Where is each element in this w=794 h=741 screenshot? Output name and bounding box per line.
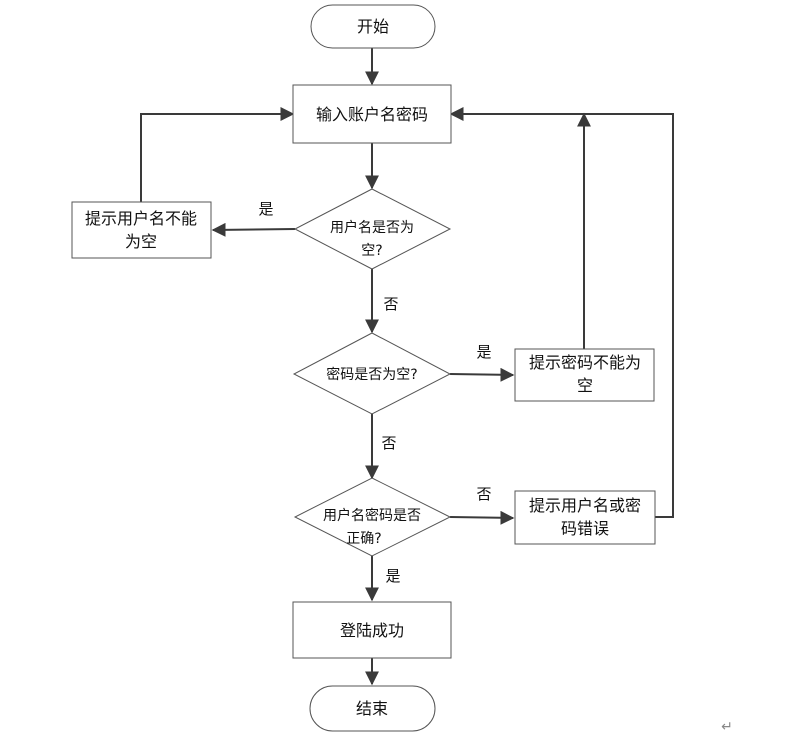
check-user-label-line2: 空? (361, 243, 382, 259)
success-process-shape (292, 601, 452, 659)
end-terminal-shape (309, 685, 436, 732)
edge-labels: 是 否 是 否 否 是 (258, 200, 491, 585)
warn-auth-label-line1: 提示用户名或密 (529, 496, 641, 515)
warn-pwd-shape (514, 348, 655, 402)
node-input: 输入账户名密码 (292, 84, 452, 144)
edge-warn-auth-back (449, 107, 674, 518)
edge-label-pwd-yes: 是 (476, 343, 491, 361)
edge-label-user-no: 否 (383, 295, 398, 313)
input-label: 输入账户名密码 (316, 105, 428, 124)
warn-user-label-line2: 为空 (125, 232, 157, 251)
check-pwd-label: 密码是否为空? (326, 366, 417, 383)
node-warn-pwd: 提示密码不能为 空 (514, 348, 655, 402)
node-warn-auth: 提示用户名或密 码错误 (514, 490, 656, 545)
edge-label-auth-no: 否 (476, 485, 491, 503)
edge-check-auth-no (449, 510, 515, 525)
check-user-diamond (293, 188, 452, 270)
edge-check-pwd-yes (449, 367, 515, 382)
warn-pwd-label-line1: 提示密码不能为 (529, 353, 641, 372)
start-label: 开始 (357, 17, 389, 36)
edge-label-pwd-no: 否 (381, 434, 396, 452)
node-start: 开始 (310, 4, 436, 49)
end-label: 结束 (356, 699, 388, 718)
node-check-pwd: 密码是否为空? (292, 332, 452, 415)
warn-user-label-line1: 提示用户名不能 (85, 209, 197, 228)
check-auth-diamond (293, 477, 452, 557)
success-label: 登陆成功 (340, 621, 404, 640)
start-terminal-shape (310, 4, 436, 49)
edge-label-user-yes: 是 (258, 200, 273, 218)
input-process-shape (292, 84, 452, 144)
warn-user-shape (71, 201, 212, 259)
paragraph-mark: ↵ (721, 719, 733, 735)
edge-label-auth-yes: 是 (385, 567, 400, 585)
node-warn-user: 提示用户名不能 为空 (71, 201, 212, 259)
check-auth-label-line2: 正确? (346, 531, 381, 547)
warn-auth-label-line2: 码错误 (561, 519, 609, 538)
edge-check-user-yes (211, 222, 296, 237)
node-check-auth: 用户名密码是否 正确? (293, 477, 452, 557)
check-user-label-line1: 用户名是否为 (330, 219, 414, 236)
node-end: 结束 (309, 685, 436, 732)
warn-auth-shape (514, 490, 656, 545)
edges (140, 48, 674, 686)
check-auth-label-line1: 用户名密码是否 (323, 507, 421, 524)
node-success: 登陆成功 (292, 601, 452, 659)
warn-pwd-label-line2: 空 (577, 376, 593, 395)
edge-warn-user-back (140, 107, 295, 202)
node-check-user: 用户名是否为 空? (293, 188, 452, 270)
check-pwd-diamond (292, 332, 452, 415)
